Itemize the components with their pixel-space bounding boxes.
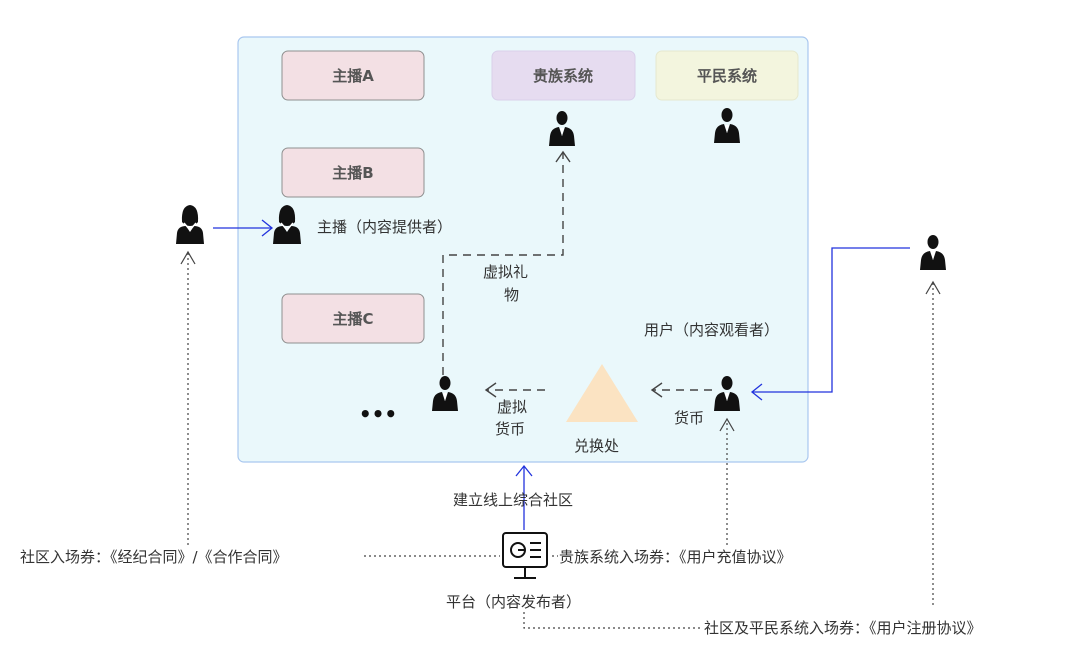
- commoner-system-box: [655, 50, 799, 101]
- streamer-b-box: [281, 147, 425, 198]
- virtual-currency-label-line2: 货币: [495, 420, 526, 438]
- currency-label: 货币: [674, 409, 705, 427]
- community-area: [237, 36, 809, 463]
- streamer-c-label: 主播C: [332, 310, 373, 328]
- streamer-b-label: 主播B: [332, 164, 373, 182]
- dotted-arrows: [180, 250, 941, 629]
- build-community-label: 建立线上综合社区: [453, 491, 574, 509]
- noble-ticket-label: 贵族系统入场券：《用户充值协议》: [559, 548, 792, 566]
- streamer-a-label: 主播A: [332, 67, 374, 85]
- triangle-exchange-icon: [566, 364, 638, 422]
- commoner-system-label: 平民系统: [697, 67, 757, 85]
- streamer-a-box: [281, 50, 425, 101]
- commoner-ticket-label: 社区及平民系统入场券：《用户注册协议》: [704, 619, 982, 637]
- person-male-icon: [920, 235, 946, 270]
- viewer-role-label: 用户（内容观看者）: [644, 321, 780, 339]
- streamer-role-label: 主播（内容提供者）: [317, 218, 453, 236]
- virtual-currency-label-line1: 虚拟: [497, 398, 528, 416]
- dashed-arrows: [442, 150, 712, 398]
- exchange-label: 兑换处: [574, 437, 620, 455]
- noble-system-box: [491, 50, 636, 101]
- person-female-icon: [175, 204, 205, 245]
- noble-system-label: 贵族系统: [533, 67, 593, 85]
- platform-label: 平台（内容发布者）: [446, 593, 582, 611]
- virtual-gift-label-line2: 物: [504, 286, 520, 304]
- blue-arrows: [213, 219, 910, 530]
- more-streamers-ellipsis: •••: [359, 402, 397, 426]
- platform-terminal-icon: [502, 532, 548, 579]
- streamer-c-box: [281, 293, 425, 344]
- community-ticket-label: 社区入场券：《经纪合同》/《合作合同》: [20, 548, 288, 566]
- virtual-gift-label-line1: 虚拟礼: [483, 263, 529, 281]
